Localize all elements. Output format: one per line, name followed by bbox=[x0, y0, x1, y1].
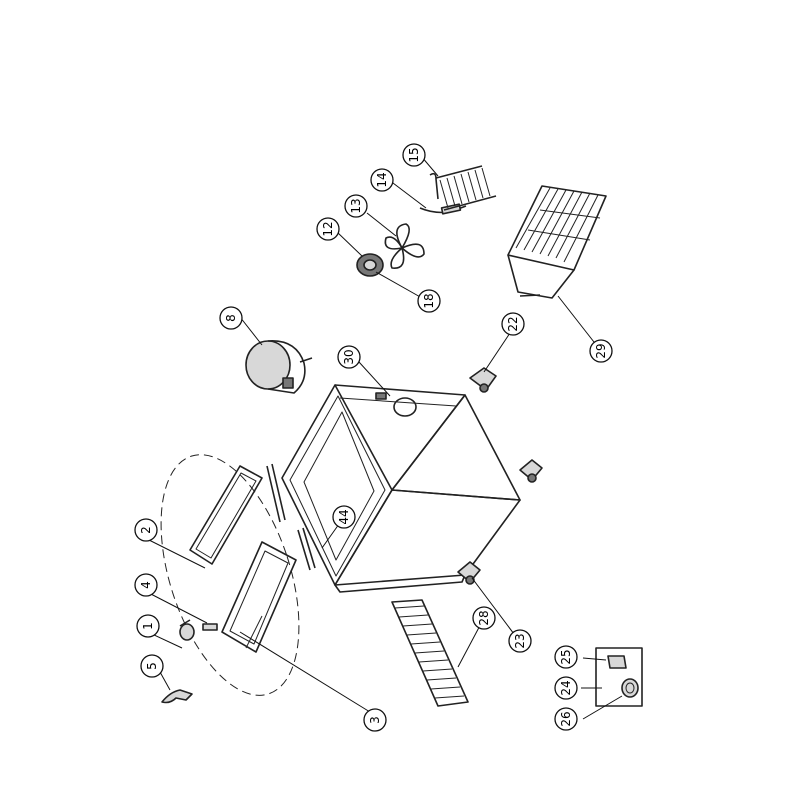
callout-8: 8 bbox=[219, 306, 243, 330]
callout-label-14: 14 bbox=[375, 172, 389, 187]
callout-label-24: 24 bbox=[559, 680, 573, 695]
callout-label-5: 5 bbox=[145, 662, 159, 670]
fan-blade bbox=[384, 223, 425, 269]
lid-group-outline bbox=[160, 454, 300, 696]
callout-label-18: 18 bbox=[422, 293, 436, 308]
callout-label-26: 26 bbox=[559, 711, 573, 726]
condenser-coil bbox=[429, 165, 497, 211]
lid-panel-lower bbox=[221, 541, 297, 653]
callout-label-29: 29 bbox=[594, 343, 608, 358]
callout-3: 3 bbox=[363, 708, 387, 732]
key-pin bbox=[202, 623, 218, 631]
callout-label-25: 25 bbox=[559, 649, 573, 664]
callout-label-44: 44 bbox=[337, 509, 351, 524]
callout-label-22: 22 bbox=[506, 316, 520, 331]
callout-label-1: 1 bbox=[141, 622, 155, 630]
callout-24: 24 bbox=[554, 676, 578, 700]
callout-13: 13 bbox=[344, 194, 368, 218]
callout-29: 29 bbox=[589, 339, 613, 363]
callout-label-2: 2 bbox=[139, 526, 153, 534]
callout-23: 23 bbox=[508, 629, 532, 653]
wire-basket bbox=[507, 185, 607, 299]
front-caster bbox=[457, 561, 481, 585]
ventilation-grille bbox=[391, 599, 469, 707]
callout-4: 4 bbox=[134, 573, 158, 597]
thermostat-knob bbox=[375, 392, 417, 417]
callout-label-28: 28 bbox=[477, 610, 491, 625]
compressor bbox=[245, 340, 313, 394]
callout-30: 30 bbox=[337, 345, 361, 369]
control-kit-box bbox=[595, 647, 643, 707]
callout-12: 12 bbox=[316, 217, 340, 241]
callout-44: 44 bbox=[332, 505, 356, 529]
callout-22: 22 bbox=[501, 312, 525, 336]
key bbox=[161, 689, 193, 704]
lock-assembly bbox=[179, 619, 195, 641]
lid-panel-upper bbox=[189, 465, 263, 565]
callout-label-4: 4 bbox=[139, 581, 153, 589]
rear-caster-upper bbox=[469, 367, 497, 393]
callout-label-23: 23 bbox=[513, 633, 527, 648]
callout-14: 14 bbox=[370, 168, 394, 192]
leader-lines bbox=[146, 155, 623, 720]
callout-label-15: 15 bbox=[407, 147, 421, 162]
callout-18: 18 bbox=[417, 289, 441, 313]
rear-caster-right bbox=[519, 459, 543, 483]
callout-5: 5 bbox=[140, 654, 164, 678]
fan-motor bbox=[356, 253, 384, 277]
callout-label-13: 13 bbox=[349, 198, 363, 213]
callout-26: 26 bbox=[554, 707, 578, 731]
callout-label-8: 8 bbox=[224, 314, 238, 322]
callout-28: 28 bbox=[472, 606, 496, 630]
lid-rails bbox=[266, 463, 316, 571]
callout-1: 1 bbox=[136, 614, 160, 638]
callout-2: 2 bbox=[134, 518, 158, 542]
callout-label-30: 30 bbox=[342, 349, 356, 364]
callout-label-12: 12 bbox=[321, 221, 335, 236]
callout-15: 15 bbox=[402, 143, 426, 167]
callout-25: 25 bbox=[554, 645, 578, 669]
callout-label-3: 3 bbox=[368, 716, 382, 724]
cabinet-body bbox=[281, 384, 521, 593]
